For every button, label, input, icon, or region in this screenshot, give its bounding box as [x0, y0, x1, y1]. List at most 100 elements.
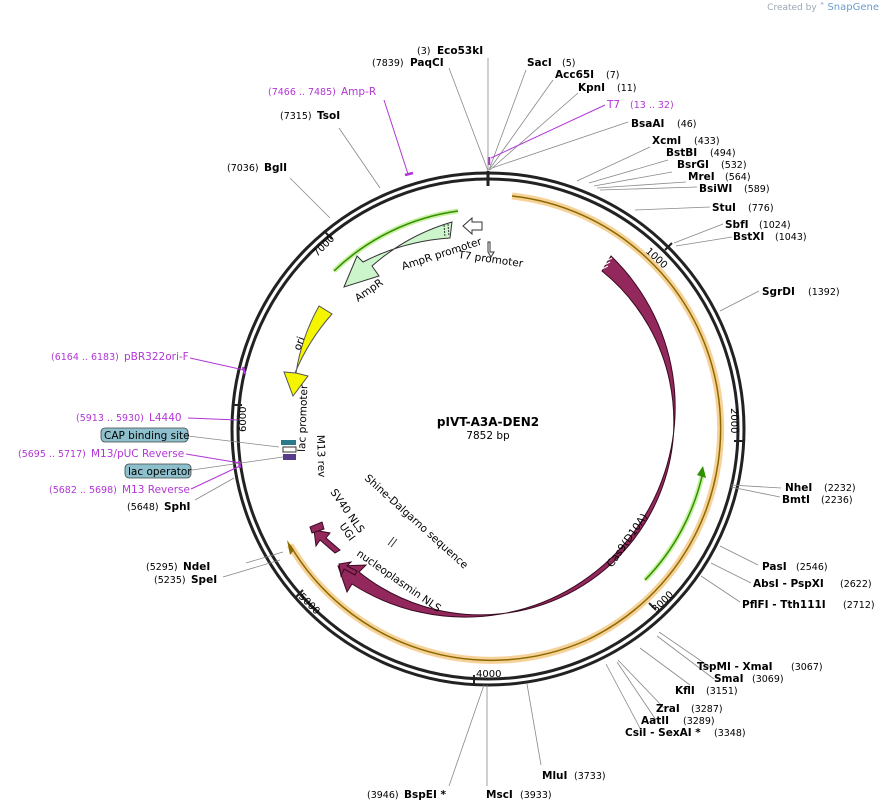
primer-name-m13-puc-reverse: M13/pUC Reverse — [91, 448, 184, 460]
tick-mark-1000 — [664, 242, 673, 251]
enzyme-name-sbfi: SbfI — [725, 219, 749, 231]
primer-pos-m13-reverse: (5682 .. 5698) — [49, 485, 117, 496]
t7-promoter-feature — [487, 241, 495, 258]
enzyme-name-mlui: MluI — [542, 770, 567, 782]
enzyme-pos-sgrdi: (1392) — [808, 287, 840, 298]
enzyme-name-pasi: PasI — [762, 561, 787, 573]
enzyme-name-tsoi: TsoI — [317, 110, 340, 122]
primer-name-m13-reverse: M13 Reverse — [122, 484, 190, 496]
cap-binding-site-label: CAP binding site — [104, 430, 190, 442]
enzyme-pos-csii-sexai: (3348) — [714, 728, 746, 739]
enzyme-pos-ndei: (5295) — [146, 562, 178, 573]
enzyme-pos-pflfi-tth111i: (2712) — [843, 600, 875, 611]
enzyme-labels: (3) Eco53kI (7839) PaqCI SacI (5) Acc65I… — [127, 45, 875, 801]
enzyme-name-sgrdi: SgrDI — [762, 286, 795, 298]
enzyme-pos-kpni: (11) — [617, 83, 637, 94]
enzyme-pos-bsaai: (46) — [677, 119, 697, 130]
primer-bar-m13 — [237, 460, 242, 469]
lac-operator-feature — [283, 454, 296, 460]
enzyme-name-aatii: AatII — [641, 715, 669, 727]
tick-mark-5000 — [295, 589, 304, 598]
enzyme-name-paqci: PaqCI — [410, 57, 444, 69]
enzyme-pos-bstbi: (494) — [710, 148, 736, 159]
boxed-features: CAP binding site lac operator — [100, 427, 192, 479]
enzyme-pos-mrei: (564) — [725, 172, 751, 183]
cas9-label: Cas9(D10A) — [605, 511, 651, 569]
primer-name-amp-r: Amp-R — [341, 86, 376, 98]
enzyme-pos-pasi: (2546) — [796, 562, 828, 573]
orf-line-outer — [511, 195, 722, 641]
enzyme-name-absi-pspxi: AbsI - PspXI — [753, 578, 824, 590]
enzyme-pos-bsrgi: (532) — [721, 160, 747, 171]
ugi-feature — [313, 529, 341, 554]
enzyme-pos-absi-pspxi: (2622) — [840, 579, 872, 590]
enzyme-name-bstxi: BstXI — [733, 231, 764, 243]
enzyme-name-saci: SacI — [527, 57, 552, 69]
plasmid-name: pIVT-A3A-DEN2 — [437, 415, 539, 429]
primer-labels: (7466 .. 7485) Amp-R T7 (13 .. 32) (6164… — [18, 86, 674, 496]
primer-pos-t7: (13 .. 32) — [630, 100, 674, 111]
enzyme-pos-kfli: (3151) — [706, 686, 738, 697]
nucleoplasmin-feature — [338, 561, 358, 578]
enzyme-name-stui: StuI — [712, 202, 736, 214]
m13-rev-label: M13 rev — [314, 435, 327, 478]
enzyme-name-spei: SpeI — [191, 574, 217, 586]
enzyme-name-kpni: KpnI — [578, 82, 605, 94]
tick-label-4000: 4000 — [476, 669, 501, 680]
enzyme-name-mrei: MreI — [688, 171, 715, 183]
enzyme-name-bmti: BmtI — [782, 494, 810, 506]
m13-rev-feature — [282, 446, 297, 453]
primer-bar-pbr322 — [241, 366, 247, 375]
enzyme-name-ndei: NdeI — [183, 561, 210, 573]
cap-binding-site-box — [100, 427, 189, 443]
ampr-feature — [343, 221, 453, 288]
enzyme-pos-bmti: (2236) — [821, 495, 853, 506]
enzyme-leaders — [187, 58, 782, 787]
tick-mark-3000 — [648, 602, 657, 611]
enzyme-name-bsaai: BsaAI — [631, 118, 664, 130]
enzyme-name-bsrgi: BsrGI — [677, 159, 709, 171]
enzyme-name-bgli: BglI — [264, 162, 287, 174]
plasmid-size: 7852 bp — [466, 430, 510, 442]
ticks: 1000 2000 3000 4000 5000 6000 7000 — [232, 231, 744, 685]
snapgene-credit: Created by ˄ SnapGene — [767, 2, 879, 13]
enzyme-pos-msci: (3933) — [520, 790, 552, 801]
enzyme-pos-bspei: (3946) — [367, 790, 399, 801]
shine-dalgarno-label: Shine-Dalgarno sequence — [362, 472, 470, 571]
enzyme-pos-sbfi: (1024) — [759, 220, 791, 231]
lac-operator-box — [124, 463, 192, 479]
ampr-promoter-feature — [462, 216, 483, 236]
primer-name-t7: T7 — [606, 99, 620, 111]
enzyme-name-xcmi: XcmI — [652, 135, 681, 147]
shine-dalgarno-mark-2 — [390, 538, 398, 548]
enzyme-name-tspmi-xmai: TspMI - XmaI — [697, 661, 773, 673]
tick-mark-7000 — [324, 231, 333, 240]
cas9-hatch — [599, 257, 613, 271]
orf-line-lower — [289, 544, 588, 662]
enzyme-name-zrai: ZraI — [656, 703, 680, 715]
enzyme-name-bsiwi: BsiWI — [699, 183, 732, 195]
enzyme-pos-smai: (3069) — [752, 674, 784, 685]
enzyme-pos-bstxi: (1043) — [775, 232, 807, 243]
lac-promoter-label: lac promoter — [296, 384, 310, 452]
primer-pos-pbr322ori: (6164 .. 6183) — [51, 352, 119, 363]
enzyme-name-pflfi-tth111i: PflFI - Tth111I — [742, 599, 826, 611]
sv40-feature — [309, 521, 325, 534]
enzyme-pos-tsoi: (7315) — [280, 111, 312, 122]
ampr-hatch — [443, 223, 450, 238]
enzyme-name-nhei: NheI — [785, 482, 812, 494]
enzyme-name-bstbi: BstBI — [666, 147, 697, 159]
green-orf-upper-line — [333, 210, 459, 272]
credit-prefix: Created by — [767, 3, 817, 13]
enzyme-name-acc65i: Acc65I — [555, 69, 594, 81]
enzyme-pos-spei: (5235) — [154, 575, 186, 586]
green-orf-right-line — [644, 471, 704, 581]
lac-operator-label: lac operator — [128, 466, 192, 478]
primer-pos-amp-r: (7466 .. 7485) — [268, 87, 336, 98]
tick-label-7000: 7000 — [311, 233, 337, 259]
ori-label: ori — [292, 335, 308, 352]
enzyme-pos-aatii: (3289) — [683, 716, 715, 727]
enzyme-name-csii-sexai: CsiI - SexAI * — [625, 727, 701, 739]
primer-leaders — [185, 99, 606, 490]
tick-label-2000: 2000 — [728, 408, 739, 433]
